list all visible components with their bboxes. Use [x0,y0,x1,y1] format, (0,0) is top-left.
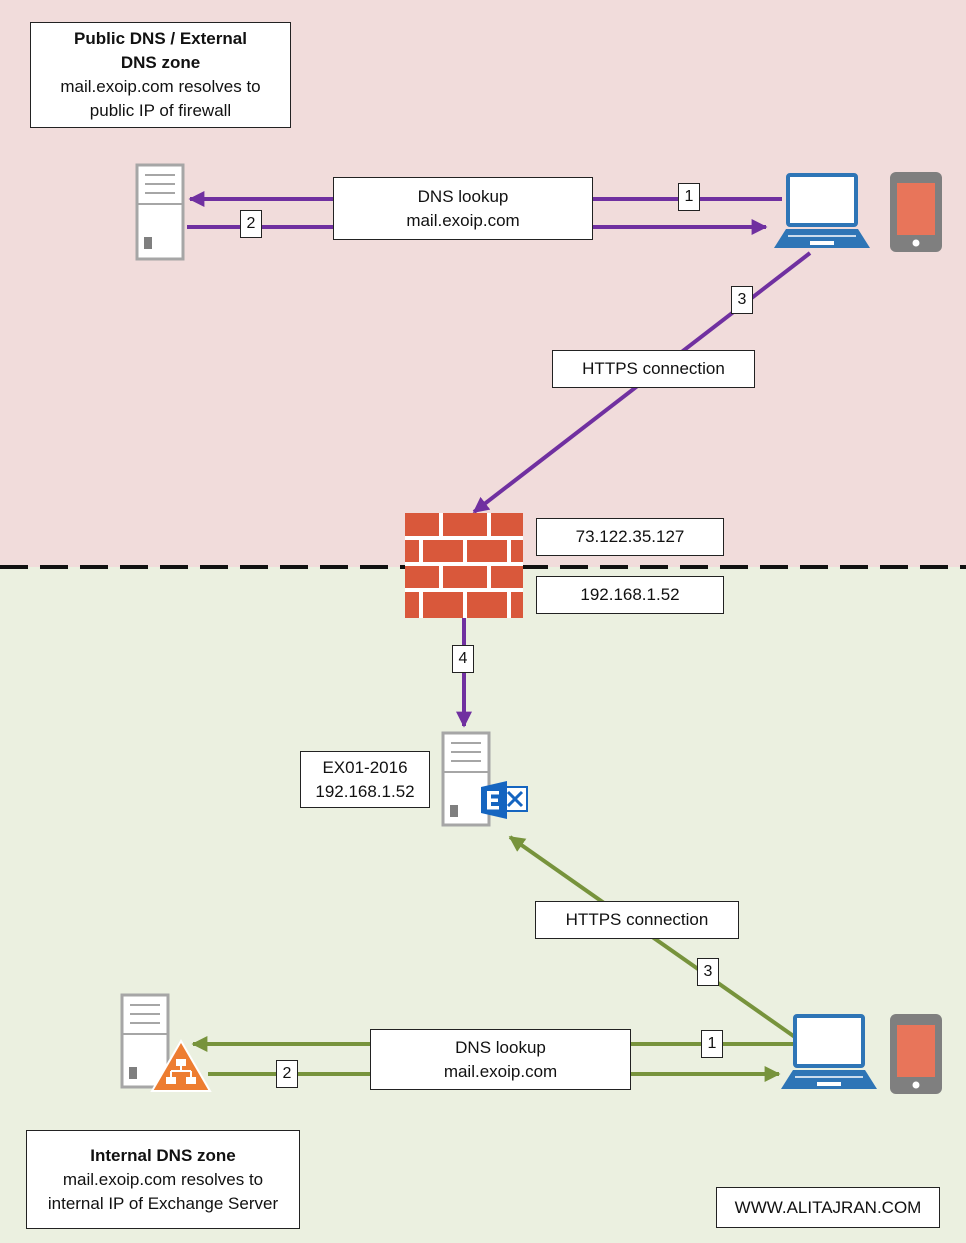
firewall-icon [405,513,523,618]
internal-dns-lookup-box: DNS lookup mail.exoip.com [370,1029,631,1090]
external-zone-title: Public DNS / External DNS zone [74,29,247,72]
external-https-label: HTTPS connection [582,359,725,378]
exchange-server-label-box: EX01-2016 192.168.1.52 [300,751,430,808]
external-step-1-badge: 1 [678,183,700,211]
laptop-icon [779,1013,879,1093]
external-zone-desc-line1: mail.exoip.com resolves to [60,77,261,96]
internal-step-1-badge: 1 [701,1030,723,1058]
internal-dns-lookup-host: mail.exoip.com [443,1061,558,1081]
internal-https-label: HTTPS connection [565,910,709,929]
internal-step-2-badge: 2 [276,1060,298,1088]
watermark-box: WWW.ALITAJRAN.COM [716,1187,940,1228]
exchange-server-ip: 192.168.1.52 [315,781,415,801]
phone-icon [889,1013,943,1095]
phone-icon [889,171,943,253]
dns-server-icon [120,993,212,1093]
external-dns-lookup-label: DNS lookup [417,186,509,206]
external-dns-zone-label: Public DNS / External DNS zone mail.exoi… [30,22,291,128]
external-zone-desc-line2: public IP of firewall [89,101,232,120]
internal-https-label-box: HTTPS connection [535,901,739,939]
internal-zone-desc-line1: mail.exoip.com resolves to [62,1169,264,1189]
internal-dns-zone-label: Internal DNS zone mail.exoip.com resolve… [26,1130,300,1229]
internal-zone-desc-line2: internal IP of Exchange Server [47,1193,279,1213]
internal-zone-title: Internal DNS zone [90,1145,236,1165]
external-https-label-box: HTTPS connection [552,350,755,388]
internal-https-arrow [508,835,804,1044]
firewall-public-ip: 73.122.35.127 [575,527,685,546]
exchange-server-icon [441,731,531,827]
server-icon [135,163,185,261]
external-step-3-badge: 3 [731,286,753,314]
external-dns-lookup-box: DNS lookup mail.exoip.com [333,177,593,240]
firewall-public-ip-box: 73.122.35.127 [536,518,724,556]
laptop-icon [772,172,872,252]
firewall-private-ip: 192.168.1.52 [580,585,680,604]
watermark-text: WWW.ALITAJRAN.COM [734,1197,922,1217]
firewall-step-4-badge: 4 [452,645,474,673]
internal-dns-lookup-label: DNS lookup [455,1037,546,1057]
internal-step-3-badge: 3 [697,958,719,986]
firewall-private-ip-box: 192.168.1.52 [536,576,724,614]
external-step-2-badge: 2 [240,210,262,238]
external-dns-lookup-host: mail.exoip.com [406,210,520,230]
exchange-server-name: EX01-2016 [322,757,408,777]
